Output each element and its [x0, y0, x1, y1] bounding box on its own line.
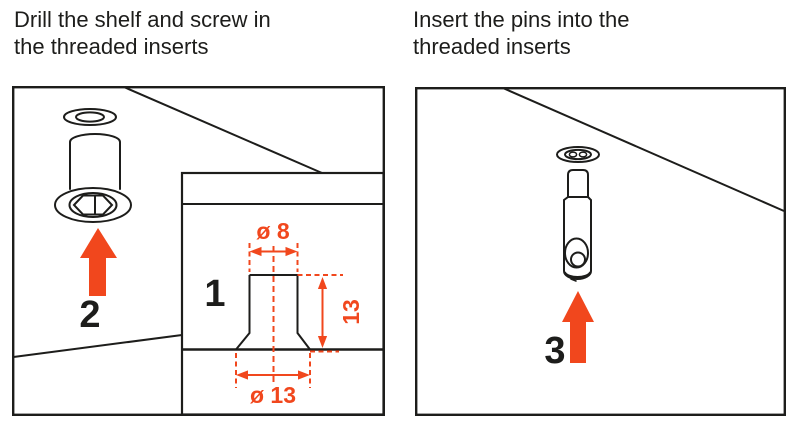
right-title-line2: threaded inserts: [413, 34, 571, 59]
left-panel-title: Drill the shelf and screw in the threade…: [14, 6, 271, 60]
right-panel-frame: [415, 87, 786, 416]
right-title-line1: Insert the pins into the: [413, 7, 630, 32]
left-title-line1: Drill the shelf and screw in: [14, 7, 271, 32]
dimension-top-diameter: ø 8: [248, 218, 299, 272]
drilled-hole-illustration: [63, 108, 117, 126]
hex-socket-icon: [72, 194, 114, 216]
installed-insert-illustration: [556, 146, 600, 163]
dimension-depth: 13: [297, 274, 364, 353]
shelf-perspective-lines: [13, 86, 323, 358]
step-number-1: 1: [204, 273, 225, 315]
shelf-perspective-line: [503, 87, 785, 212]
dim-label-diameter-8: ø 8: [256, 218, 289, 244]
left-instruction-panel: 2 1 ø 8 13 ø 13: [12, 86, 385, 416]
up-arrow-icon: [562, 291, 594, 363]
dim-label-depth-13: 13: [338, 299, 364, 325]
threaded-insert-illustration: [54, 133, 132, 223]
pin-illustration: [563, 169, 592, 282]
pin-hole-icon: [564, 237, 589, 269]
step-number-2: 2: [79, 294, 100, 336]
right-panel-title: Insert the pins into the threaded insert…: [413, 6, 629, 60]
up-arrow-icon: [80, 228, 117, 296]
step-number-3: 3: [544, 330, 565, 372]
hole-cross-section: [235, 274, 311, 351]
dimension-bottom-diameter: ø 13: [235, 353, 311, 408]
right-instruction-panel: 3: [415, 87, 786, 416]
left-title-line2: the threaded inserts: [14, 34, 209, 59]
dim-label-diameter-13: ø 13: [250, 382, 296, 408]
